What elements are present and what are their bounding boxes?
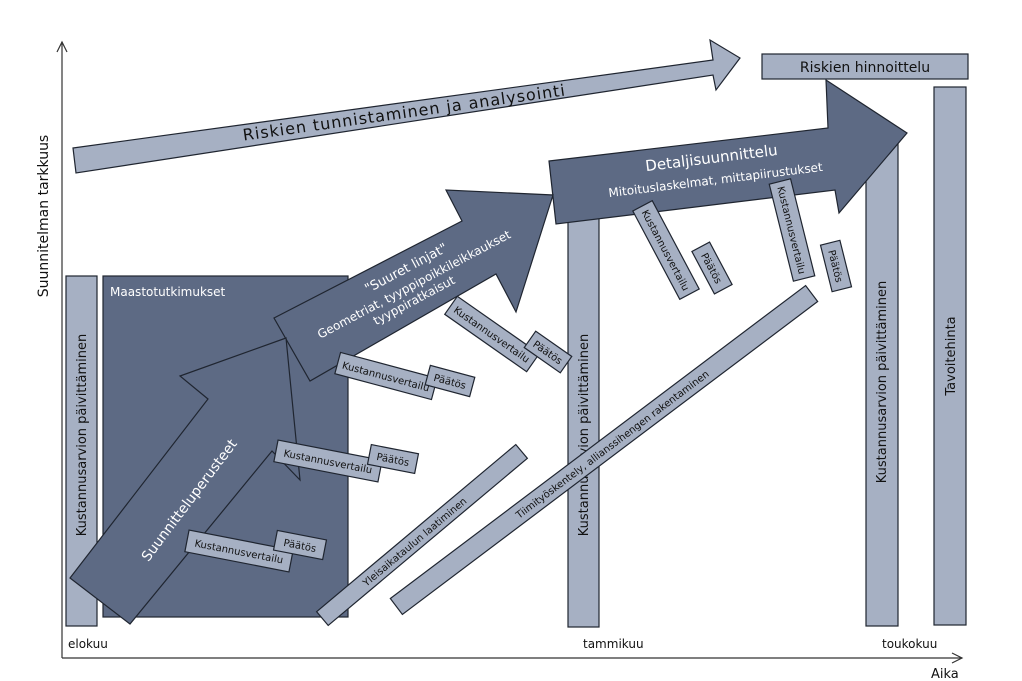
cost-update-bar-2 — [567, 214, 600, 628]
month-label-tammikuu: tammikuu — [583, 637, 644, 651]
risk-pricing-box — [761, 53, 969, 80]
cost-update-label-3: Kustannusarvion päivittäminen — [875, 281, 890, 483]
axes: Suunnitelman tarkkuus Aika elokuu tammik… — [36, 40, 964, 681]
team-work-rect — [389, 284, 819, 616]
site-investigations-label: Maastotutkimukset — [110, 285, 226, 299]
team-work-bar: Tiimityöskentely, allianssihengen rakent… — [389, 284, 819, 616]
target-price-bar — [933, 86, 967, 626]
decision-box-3: Päätös — [424, 364, 476, 398]
risk-identification-label: Riskien tunnistaminen ja analysointi — [242, 80, 567, 144]
decision-rect-1 — [272, 529, 328, 561]
decision-rect-5 — [691, 241, 733, 295]
decision-group-3: Kustannusvertailu — [334, 351, 438, 401]
team-work-label: Tiimityöskentely, allianssihengen rakent… — [513, 369, 711, 522]
decision-box-5: Päätös — [691, 241, 733, 295]
y-axis-arrowhead — [56, 40, 68, 53]
decision-rect-6 — [819, 239, 853, 293]
design-basis-arrow — [69, 337, 301, 625]
cost-comparison-box-5 — [632, 199, 700, 301]
cost-update-label-1: Kustannusarvion päivittäminen — [75, 334, 90, 536]
cost-comparison-label-5: Kustannusvertailu — [639, 208, 691, 293]
cost-comparison-box-6 — [768, 178, 816, 282]
x-axis-label: Aika — [931, 667, 959, 681]
cost-update-label-2: Kustannusarvion päivittäminen — [577, 334, 592, 536]
cost-update-bar-3 — [865, 136, 899, 627]
decision-rect-2 — [366, 443, 420, 475]
risk-identification-arrow — [72, 38, 741, 174]
risk-pricing-label: Riskien hinnoittelu — [800, 60, 930, 76]
cost-comparison-box-2 — [273, 439, 383, 483]
decision-box-1: Päätös — [272, 529, 328, 561]
decision-rect-3 — [424, 364, 476, 398]
decision-box-6: Päätös — [819, 239, 853, 293]
master-schedule-rect — [315, 443, 529, 627]
cost-comparison-label-4: Kustannusvertailu — [451, 305, 531, 366]
decision-group-4: Kustannusvertailu — [443, 295, 541, 373]
x-axis-arrowhead — [951, 652, 964, 664]
decision-rect-4 — [523, 330, 573, 374]
detailed-design-arrow — [548, 78, 908, 225]
cost-comparison-box-3 — [334, 351, 438, 401]
decision-group-5: Kustannusvertailu — [632, 199, 700, 301]
decision-group-6: Kustannusvertailu — [768, 178, 816, 282]
y-axis-label: Suunnitelman tarkkuus — [36, 135, 52, 297]
target-price-label: Tavoitehinta — [944, 316, 959, 396]
decision-box-4: Päätös — [523, 330, 573, 374]
cost-comparison-box-4 — [443, 295, 541, 373]
decision-box-2: Päätös — [366, 443, 420, 475]
month-label-elokuu: elokuu — [68, 637, 108, 651]
cost-comparison-box-1 — [184, 529, 294, 573]
month-label-toukokuu: toukokuu — [882, 637, 937, 651]
